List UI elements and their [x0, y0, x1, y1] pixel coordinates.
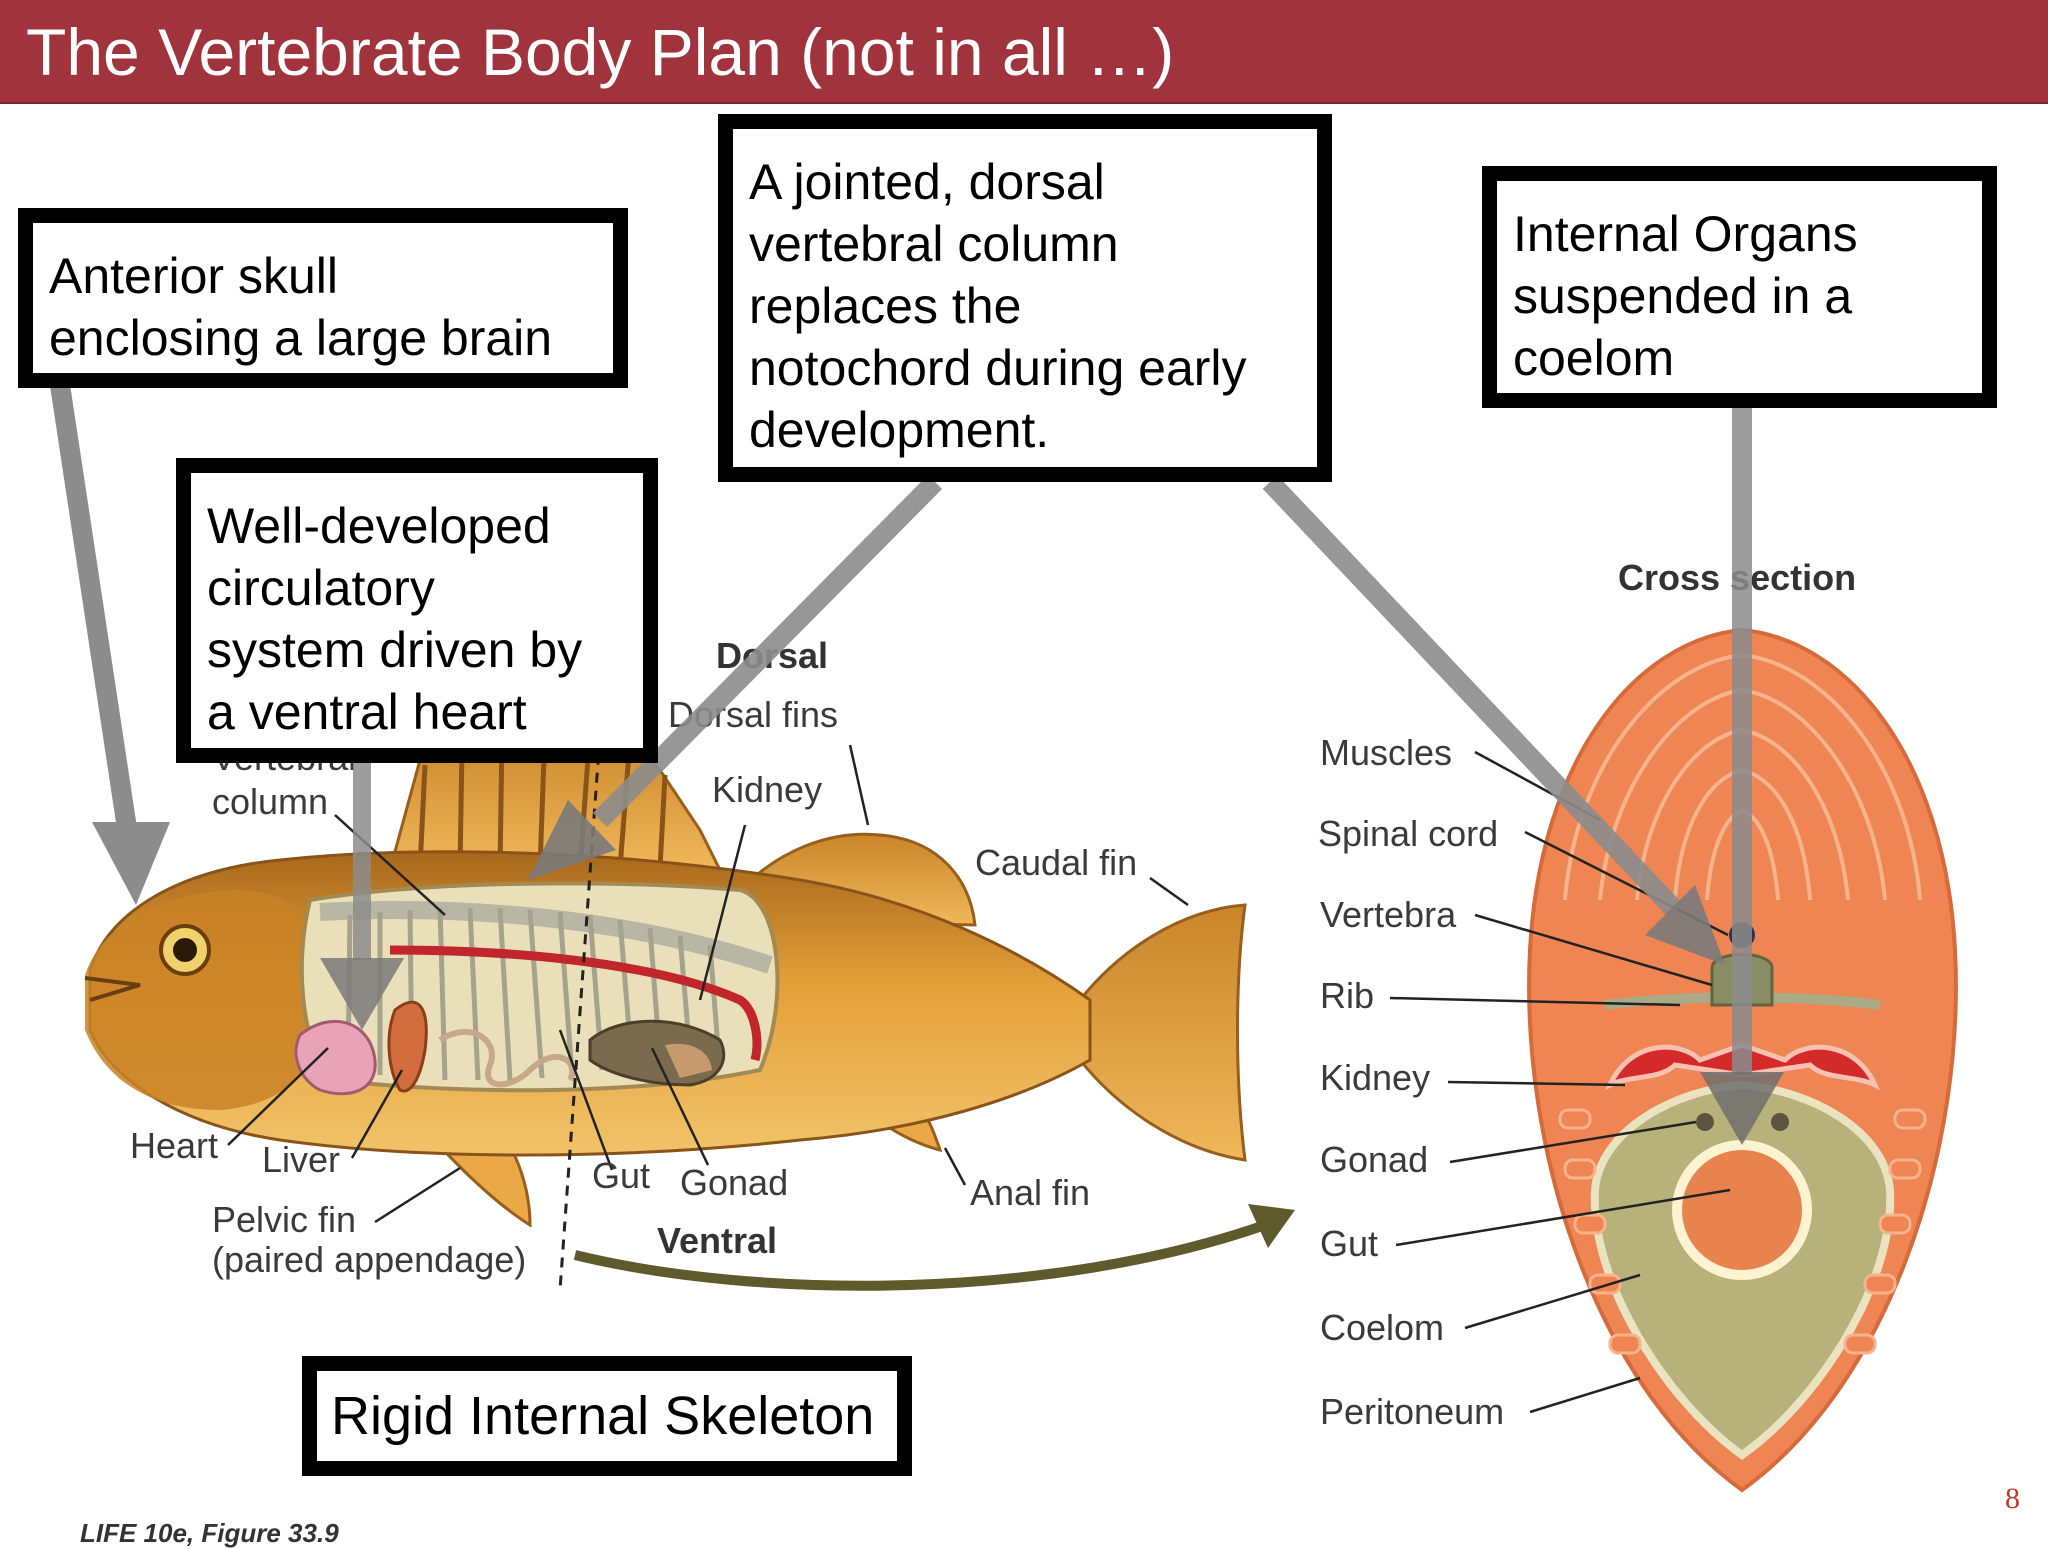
callout-skull-line-1: Anterior skull — [49, 248, 338, 304]
cross-section-cut-line — [558, 664, 607, 1291]
cs-label-spinal-cord: Spinal cord — [1318, 813, 1498, 854]
kidney-stripe — [389, 945, 762, 1062]
organs-arrow-head — [1700, 1072, 1784, 1145]
label-kidney-fish: Kidney — [712, 769, 822, 810]
callout-vertebral-line-4: notochord during early — [749, 340, 1247, 396]
label-pelvic-fin-1: Pelvic fin — [212, 1199, 356, 1240]
muscle-bands — [1563, 653, 1922, 901]
callout-vertebral-line-5: development. — [749, 402, 1050, 458]
cs-label-gut: Gut — [1320, 1223, 1378, 1264]
callout-skull: Anterior skull enclosing a large brain — [18, 208, 628, 388]
label-pelvic-fin-2: (paired appendage) — [212, 1239, 526, 1280]
fish-illustration — [84, 726, 1247, 1228]
callout-vertebral-line-1: A jointed, dorsal — [749, 154, 1105, 210]
label-anal-fin: Anal fin — [970, 1172, 1090, 1213]
callout-circulatory-line-3: system driven by — [207, 622, 583, 678]
label-heart: Heart — [130, 1125, 218, 1166]
callout-skeleton-text: Rigid Internal Skeleton — [331, 1386, 875, 1446]
callout-skeleton: Rigid Internal Skeleton — [302, 1356, 912, 1476]
cs-label-muscles: Muscles — [1320, 732, 1452, 773]
callout-circulatory-line-2: circulatory — [207, 560, 435, 616]
label-caudal-fin: Caudal fin — [975, 842, 1137, 883]
vertebral-arrow-head-fish — [528, 800, 616, 880]
callout-circulatory-line-1: Well-developed — [207, 498, 551, 554]
cs-label-gonad: Gonad — [1320, 1139, 1428, 1180]
label-ventral: Ventral — [657, 1220, 777, 1261]
callout-arrows — [50, 383, 1784, 1145]
cross-section-leader-lines — [1389, 750, 1731, 1414]
cs-label-peritoneum: Peritoneum — [1320, 1391, 1504, 1432]
gonad-left — [1696, 1113, 1714, 1131]
vertebral-arrow-head-cs — [1645, 885, 1725, 965]
circulatory-arrow-head — [320, 958, 404, 1030]
fish-leader-lines — [227, 744, 1189, 1224]
cs-label-vertebra: Vertebra — [1320, 894, 1457, 935]
fish-mouth — [84, 976, 141, 1002]
label-gonad-fish: Gonad — [680, 1162, 788, 1203]
callout-organs-line-3: coelom — [1513, 330, 1675, 386]
slide-title: The Vertebrate Body Plan (not in all …) — [26, 15, 1175, 89]
callout-circulatory: Well-developed circulatory system driven… — [176, 458, 658, 763]
callout-skull-line-2: enclosing a large brain — [49, 310, 553, 366]
callout-vertebral-line-2: vertebral column — [749, 216, 1119, 272]
cs-label-kidney: Kidney — [1320, 1057, 1430, 1098]
liver-organ — [387, 1000, 428, 1093]
caudal-fin — [1078, 903, 1247, 1162]
page-number: 8 — [2005, 1482, 2020, 1515]
gonad-right — [1771, 1113, 1789, 1131]
label-vertebral-column-2: column — [212, 781, 328, 822]
callout-organs-line-2: suspended in a — [1513, 268, 1853, 324]
callout-vertebral: A jointed, dorsal vertebral column repla… — [718, 114, 1332, 482]
figure-credit: LIFE 10e, Figure 33.9 — [80, 1518, 339, 1548]
callout-organs: Internal Organs suspended in a coelom — [1482, 166, 1997, 408]
cs-label-rib: Rib — [1320, 975, 1374, 1016]
gut-organ — [438, 1028, 576, 1088]
skull-arrow-head — [92, 822, 170, 905]
title-bar: The Vertebrate Body Plan (not in all …) — [0, 0, 2048, 104]
callout-organs-line-1: Internal Organs — [1513, 206, 1858, 262]
cs-label-coelom: Coelom — [1320, 1307, 1444, 1348]
label-gut-fish: Gut — [592, 1155, 650, 1196]
fish-head — [85, 889, 330, 1110]
gut-cross-section — [1672, 1140, 1812, 1280]
cross-section-arrow — [573, 1220, 1267, 1291]
label-liver: Liver — [262, 1139, 340, 1180]
callout-vertebral-line-3: replaces the — [749, 278, 1022, 334]
ventral-muscle-blocks — [1558, 1108, 1927, 1355]
callout-circulatory-line-4: a ventral heart — [207, 684, 527, 740]
heart-organ — [294, 1019, 377, 1096]
